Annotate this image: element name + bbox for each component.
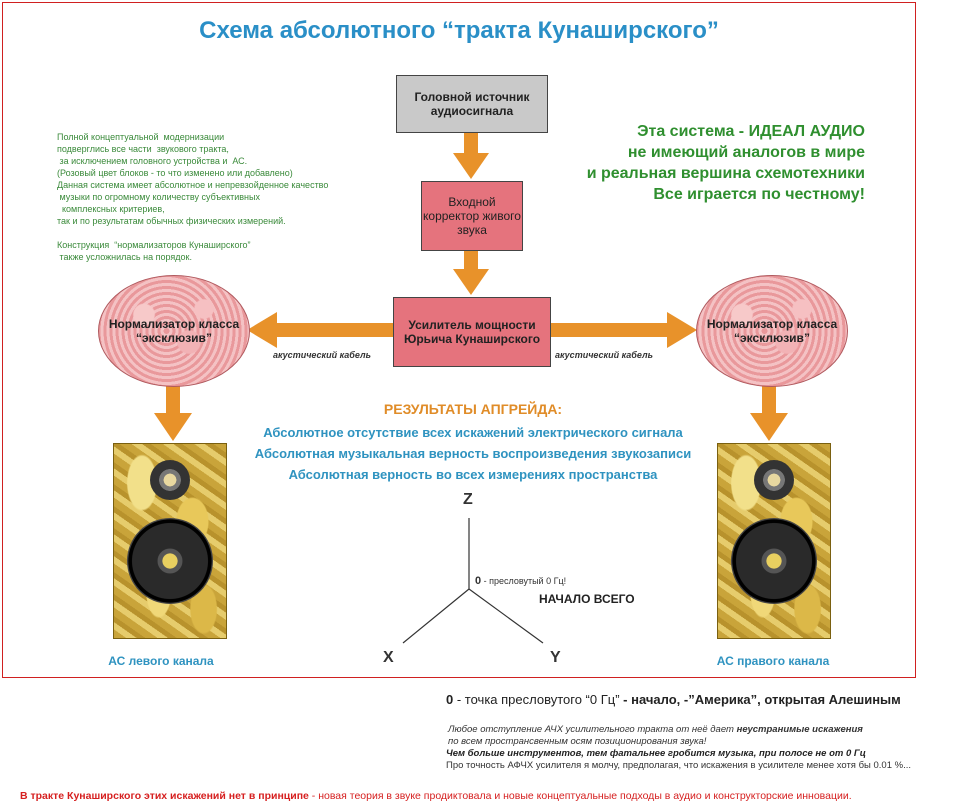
origin-note-text: - пресловутый 0 Гц!	[481, 576, 567, 586]
note-line: комплексных критериев,	[57, 204, 165, 214]
footnote-line-3: Чем больше инструментов, тем фатальнее г…	[446, 748, 866, 759]
footnote-line-4: Про точность АФЧХ усилителя я молчу, пре…	[446, 760, 911, 771]
arrow-left-amp	[247, 312, 395, 348]
speaker-right-label: АС правого канала	[716, 654, 830, 668]
connectors	[154, 133, 788, 644]
modernization-note: Полной концептуальной модернизации подве…	[57, 131, 407, 263]
origin-label: 0	[475, 575, 482, 587]
speaker-left-label: АС левого канала	[108, 654, 214, 668]
speaker-right	[717, 443, 831, 639]
note-line: также усложнилась на порядок.	[57, 252, 192, 262]
axis-z-label: Z	[463, 491, 473, 508]
normalizer-right-label: Нормализатор класса “эксклюзив”	[706, 317, 838, 345]
arrow-down-source	[453, 133, 489, 179]
cable-left-label: акустический кабель	[273, 350, 371, 360]
bottom-statement: В тракте Кунаширского этих искажений нет…	[20, 790, 852, 802]
axes	[402, 518, 544, 644]
result-item: Абсолютная верность во всех измерениях п…	[288, 467, 658, 482]
zero-mid: - точка пресловутого “0 Гц”	[453, 692, 624, 707]
source-label: Головной источник аудиосигнала	[414, 90, 530, 118]
bottom-red: В тракте Кунаширского этих искажений нет…	[20, 790, 309, 802]
result-item: Абсолютная музыкальная верность воспроиз…	[254, 446, 692, 461]
diagram-frame: Схема абсолютного “тракта Кунаширского”	[2, 2, 916, 678]
note-line: Полной концептуальной модернизации	[57, 132, 225, 142]
footnote-1a: Любое отступление АЧХ усилительного трак…	[448, 724, 737, 735]
zero-point-line: 0 - точка пресловутого “0 Гц” - начало, …	[446, 692, 901, 707]
ideal-line: и реальная вершина схемотехники	[586, 165, 865, 182]
woofer-icon	[127, 518, 213, 604]
arrow-right-amp	[549, 312, 697, 348]
cable-right-label: акустический кабель	[555, 350, 653, 360]
amplifier-block: Усилитель мощности Юрьича Кунаширского	[393, 297, 551, 367]
footnote-line-2: по всем пространсвенным осям позициониро…	[448, 736, 707, 747]
ideal-line: не имеющий аналогов в мире	[627, 144, 865, 161]
note-line: за исключением головного устройства и АС…	[57, 156, 248, 166]
footnote-1b: неустранимые искажения	[736, 724, 863, 735]
axis-y-label: Y	[550, 649, 561, 666]
corrector-block: Входной корректор живого звука	[421, 181, 523, 251]
zero-bold: - начало, -”Америка”, открытая Алешиным	[623, 692, 901, 707]
zero-num: 0	[446, 692, 454, 707]
origin-note: 0 - пресловутый 0 Гц!	[475, 575, 566, 587]
speaker-left	[113, 443, 227, 639]
start-label: НАЧАЛО ВСЕГО	[539, 592, 635, 606]
source-block: Головной источник аудиосигнала	[396, 75, 548, 133]
amplifier-label: Усилитель мощности Юрьича Кунаширского	[403, 318, 541, 346]
normalizer-left-label: Нормализатор класса “эксклюзив”	[108, 317, 240, 345]
results-heading: РЕЗУЛЬТАТЫ АПГРЕЙДА:	[383, 401, 563, 417]
note-line: Данная система имеет абсолютное и непрев…	[57, 180, 329, 190]
bottom-rest: - новая теория в звуке продиктовала и но…	[308, 790, 852, 802]
ideal-line: Эта система - ИДЕАЛ АУДИО	[637, 123, 865, 140]
normalizer-right: Нормализатор класса “эксклюзив”	[696, 275, 848, 387]
footnote-line-1: Любое отступление АЧХ усилительного трак…	[448, 724, 863, 735]
normalizer-left: Нормализатор класса “эксклюзив”	[98, 275, 250, 387]
tweeter-icon	[754, 460, 794, 500]
arrow-down-right-speaker	[750, 381, 788, 441]
arrow-down-left-speaker	[154, 381, 192, 441]
note-line: так и по результатам обычных физических …	[57, 216, 286, 226]
tweeter-icon	[150, 460, 190, 500]
axis-x-label: X	[383, 649, 394, 666]
woofer-icon	[731, 518, 817, 604]
note-line: подверглись все части звукового тракта,	[57, 144, 229, 154]
note-line: (Розовый цвет блоков - то что изменено и…	[57, 168, 293, 178]
note-line	[57, 227, 407, 239]
arrow-down-corrector	[453, 250, 489, 295]
ideal-audio-claim: Эта система - ИДЕАЛ АУДИО не имеющий ана…	[523, 121, 865, 205]
note-line: музыки по огромному количеству субъектив…	[57, 192, 261, 202]
result-item: Абсолютное отсутствие всех искажений эле…	[263, 425, 683, 440]
note-line: Конструкция “нормализаторов Кунаширского…	[57, 240, 251, 250]
ideal-line: Все играется по честному!	[653, 186, 865, 203]
diagram-title: Схема абсолютного “тракта Кунаширского”	[199, 17, 719, 44]
corrector-label: Входной корректор живого звука	[423, 195, 521, 237]
